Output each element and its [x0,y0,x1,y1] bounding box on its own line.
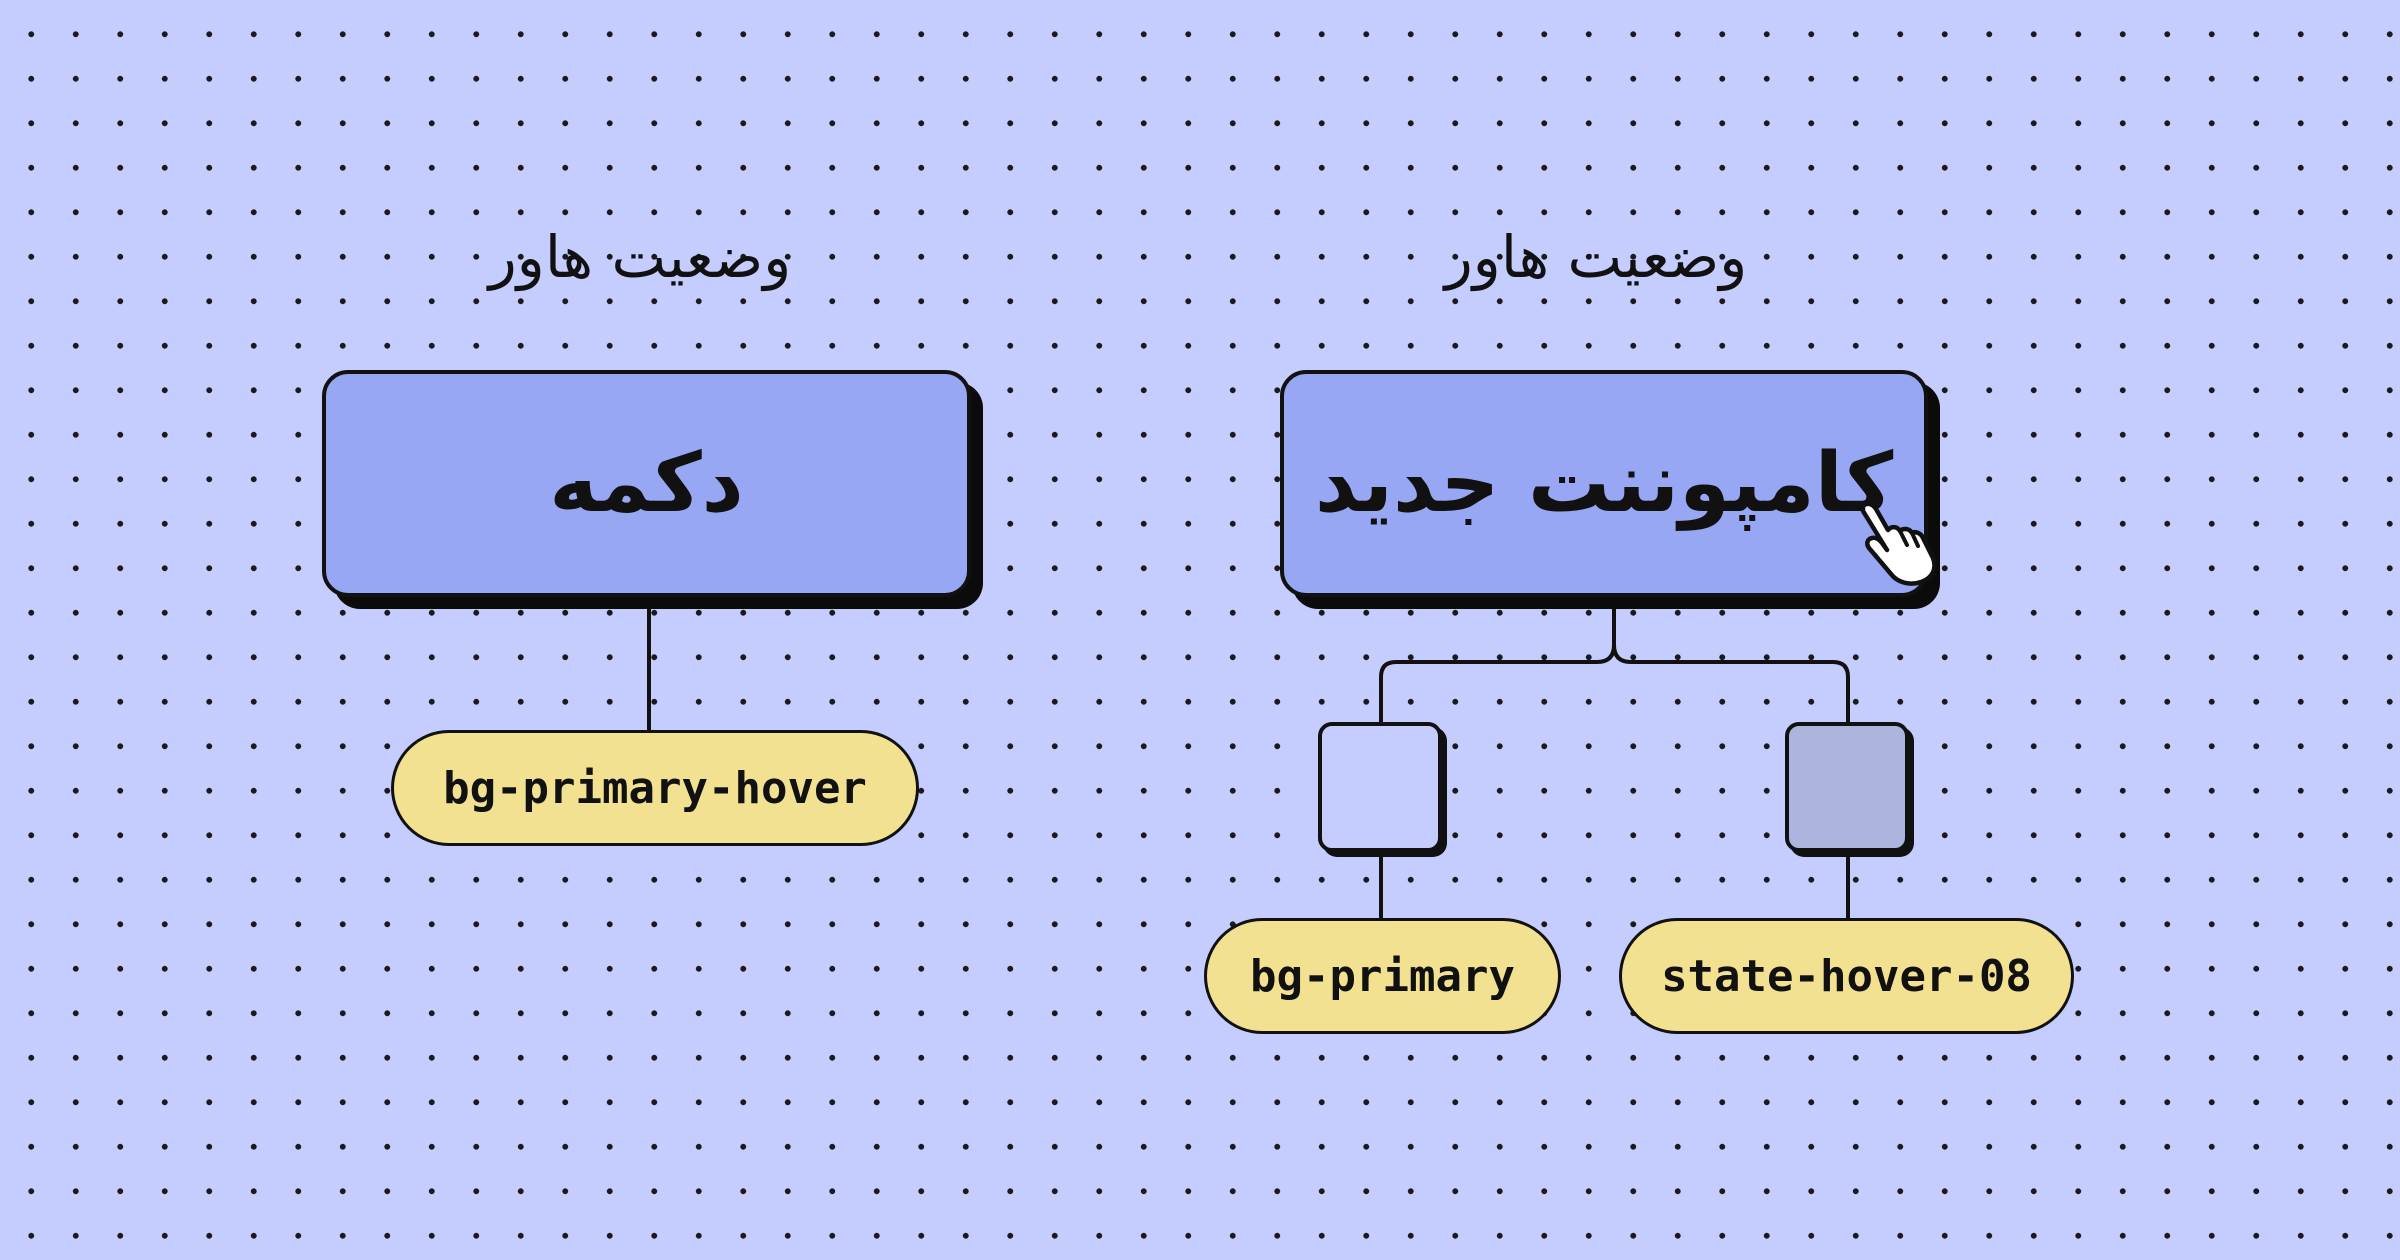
token-bg-primary: bg-primary [1204,918,1561,1034]
left-heading: وضعیت هاور [488,223,792,291]
right-branch-connector [1379,605,1850,722]
token-state-hover-08: state-hover-08 [1619,918,2074,1034]
hand-pointer-icon [1860,501,1937,586]
token-bg-primary-hover: bg-primary-hover [391,730,919,846]
right-heading: وضعیت هاور [1444,223,1748,291]
color-swatch-hover [1785,722,1909,852]
button-node: دکمه [322,370,971,597]
new-component-node: کامپوننت جدید [1280,370,1928,597]
color-swatch-primary [1318,722,1442,852]
